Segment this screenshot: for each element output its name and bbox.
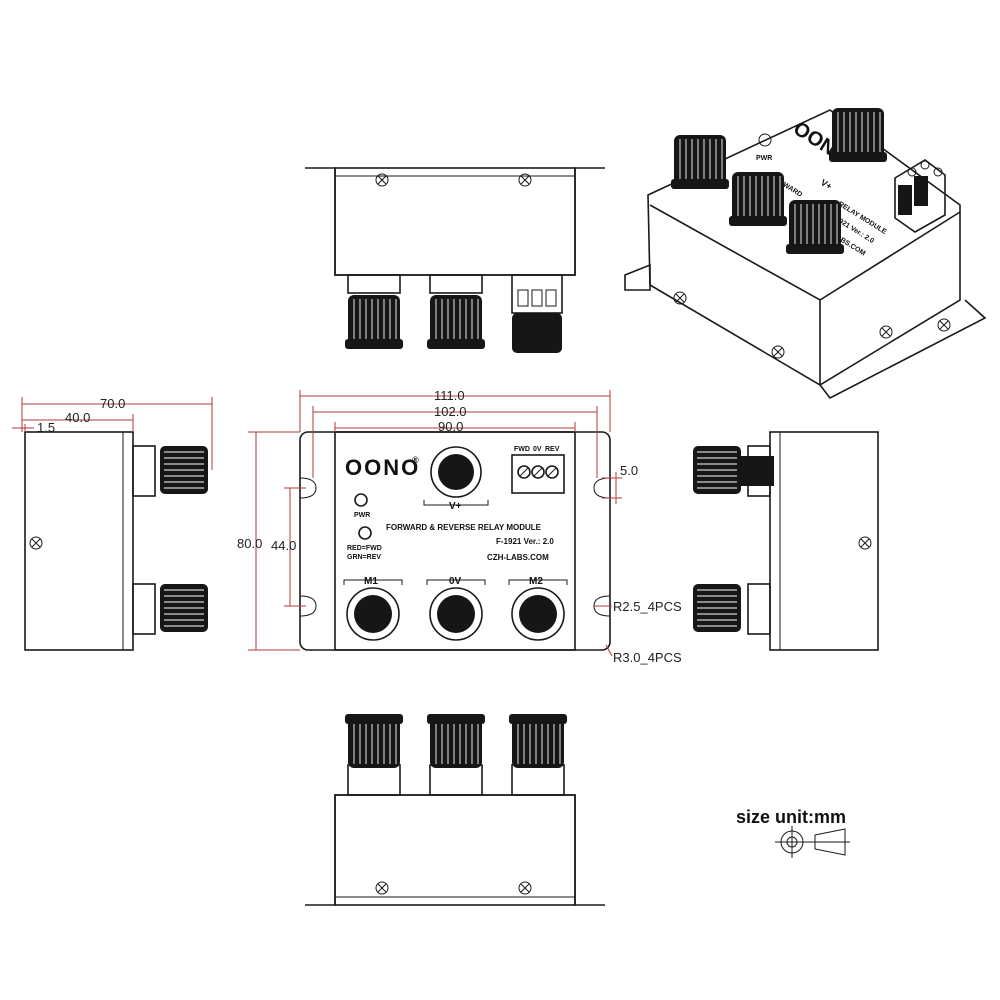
dim-5: 5.0 — [620, 463, 638, 478]
projection-symbol — [775, 826, 850, 858]
front-panel: OONO ® PWR RED=FWD GRN=REV V+ FWD 0V REV… — [299, 431, 611, 651]
trademark: ® — [412, 455, 419, 465]
m2-label: M2 — [529, 576, 543, 587]
module-site: CZH-LABS.COM — [487, 553, 549, 562]
vplus-label: V+ — [449, 501, 462, 512]
legend-grn: GRN=REV — [347, 554, 381, 561]
left-side-view — [24, 431, 209, 651]
iso-pwr: PWR — [756, 155, 772, 162]
top-view — [305, 167, 605, 353]
dim-44: 44.0 — [271, 538, 296, 553]
dim-r2-5: R2.5_4PCS — [613, 599, 682, 614]
dim-80: 80.0 — [237, 536, 262, 551]
module-model: F-1921 Ver.: 2.0 — [496, 537, 554, 546]
m1-label: M1 — [364, 576, 378, 587]
ov-label: 0V — [449, 576, 462, 587]
brand-logo: OONO — [345, 455, 420, 480]
iso-vplus: V+ — [819, 177, 834, 191]
dim-40: 40.0 — [65, 410, 90, 425]
ov-terminal — [429, 587, 483, 641]
legend-red: RED=FWD — [347, 545, 382, 552]
iso-terminal-block — [894, 159, 946, 233]
fwd-label: FWD — [514, 446, 530, 453]
terminal-block-top — [511, 274, 563, 353]
rev-label: REV — [545, 446, 560, 453]
dimension-lines: 70.0 40.0 1.5 111.0 102.0 90.0 80.0 44.0 — [12, 388, 682, 665]
right-side-view — [692, 431, 879, 651]
dim-1-5: 1.5 — [37, 420, 55, 435]
dim-70: 70.0 — [100, 396, 125, 411]
vplus-terminal: V+ — [423, 446, 489, 512]
terminal-block: FWD 0V REV — [511, 446, 565, 494]
dim-111: 111.0 — [434, 388, 465, 403]
unit-note-text: size unit:mm — [736, 807, 846, 827]
m2-terminal — [511, 587, 565, 641]
dim-90: 90.0 — [438, 419, 463, 434]
bottom-view — [305, 713, 605, 906]
status-led — [358, 526, 372, 540]
dim-r3-0: R3.0_4PCS — [613, 650, 682, 665]
isometric-view: OONO PWR V+ FORWARD RELAY MODULE 1921 Ve… — [624, 107, 987, 400]
dim-102: 102.0 — [434, 404, 467, 419]
module-title: FORWARD & REVERSE RELAY MODULE — [386, 523, 542, 532]
m1-terminal — [346, 587, 400, 641]
pwr-led — [354, 493, 368, 507]
unit-note: size unit:mm — [736, 807, 850, 858]
zerov-label: 0V — [533, 446, 542, 453]
pwr-label: PWR — [354, 512, 370, 519]
